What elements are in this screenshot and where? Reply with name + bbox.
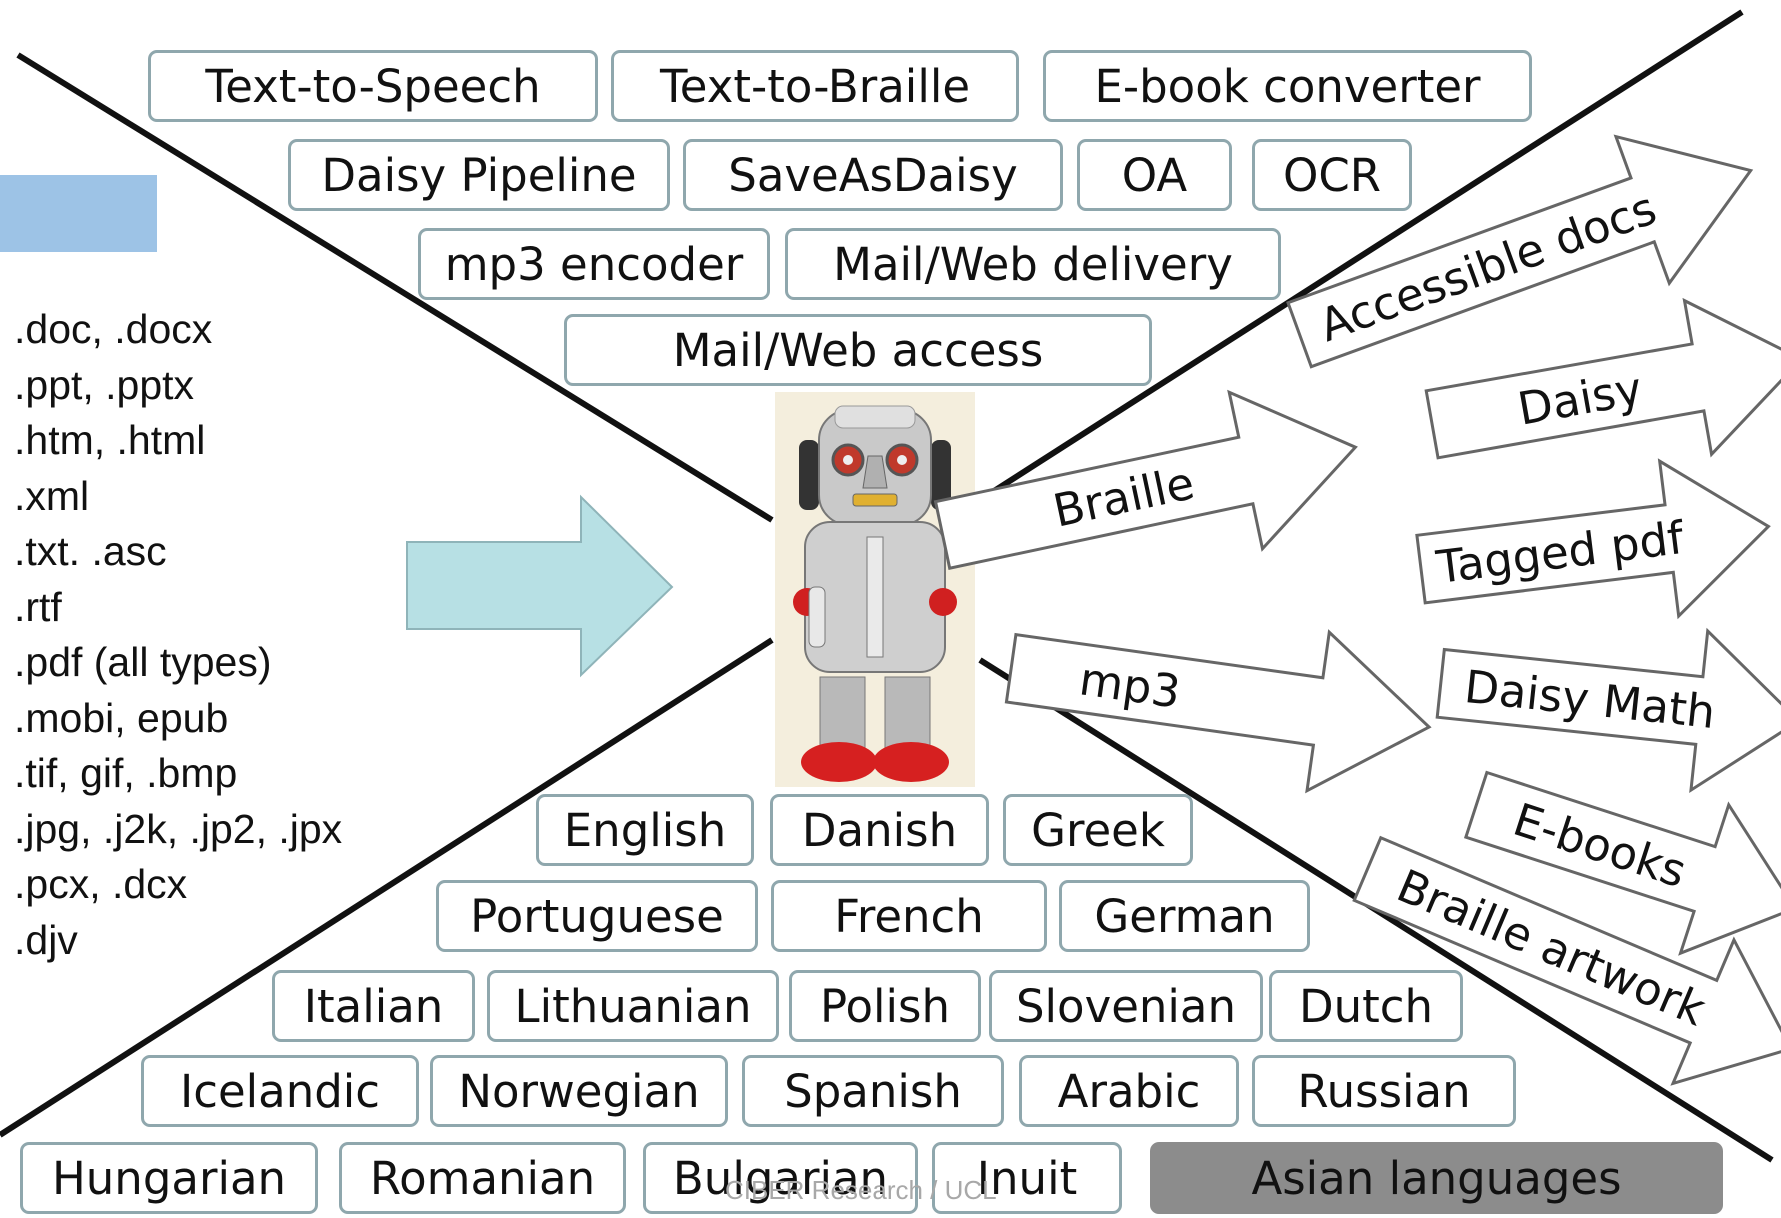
language-french: French — [771, 880, 1047, 952]
language-bulgarian: Bulgarian — [643, 1142, 918, 1214]
language-greek: Greek — [1003, 794, 1193, 866]
language-danish: Danish — [770, 794, 989, 866]
tool-oa: OA — [1077, 139, 1232, 211]
language-spanish: Spanish — [742, 1055, 1004, 1127]
language-polish: Polish — [789, 970, 981, 1042]
language-arabic: Arabic — [1019, 1055, 1239, 1127]
robot-icon — [775, 392, 975, 787]
arrow-braille-artwork-icon — [1352, 835, 1781, 1086]
tool-mail-web-access: Mail/Web access — [564, 314, 1152, 386]
input-formats-list: .doc, .docx .ppt, .pptx .htm, .html .xml… — [14, 302, 342, 968]
format-item: .pdf (all types) — [14, 639, 272, 685]
blue-block — [0, 175, 157, 252]
diagonal-line-bottom-left — [0, 637, 774, 1138]
arrow-accessible-docs-label: Accessible docs — [1312, 181, 1663, 352]
arrow-daisy: Daisy — [1424, 297, 1781, 460]
format-item: .htm, .html — [14, 417, 206, 463]
language-norwegian: Norwegian — [430, 1055, 728, 1127]
language-asian-languages: Asian languages — [1150, 1142, 1723, 1214]
tool-text-to-braille: Text-to-Braille — [611, 50, 1019, 122]
arrow-tagged-pdf: Tagged pdf — [1415, 458, 1771, 620]
language-inuit: Inuit — [932, 1142, 1122, 1214]
format-item: .rtf — [14, 583, 62, 630]
format-item: .txt. .asc — [14, 528, 167, 574]
diagonal-line-top-left — [16, 52, 774, 523]
language-english: English — [536, 794, 754, 866]
format-item: .mobi, epub — [14, 694, 229, 741]
arrow-mp3-icon — [1004, 629, 1432, 794]
arrow-braille-icon — [933, 389, 1358, 570]
arrow-daisy-math-icon — [1435, 627, 1781, 794]
tool-mail-web-delivery: Mail/Web delivery — [785, 228, 1281, 300]
language-russian: Russian — [1252, 1055, 1516, 1127]
format-item: .xml — [14, 472, 90, 519]
format-item: .pcx, .dcx — [14, 861, 188, 907]
language-lithuanian: Lithuanian — [487, 970, 779, 1042]
arrow-daisy-math: Daisy Math — [1435, 627, 1781, 794]
format-item: .djv — [14, 916, 78, 963]
diagonal-line-top-right — [978, 9, 1744, 503]
language-icelandic: Icelandic — [141, 1055, 419, 1127]
tool-save-as-daisy: SaveAsDaisy — [683, 139, 1063, 211]
tool-ocr: OCR — [1252, 139, 1412, 211]
language-dutch: Dutch — [1269, 970, 1463, 1042]
format-item: .ppt, .pptx — [14, 361, 195, 408]
arrow-mp3: mp3 — [1004, 629, 1432, 794]
language-romanian: Romanian — [339, 1142, 626, 1214]
footer-credit: CIBER Research / UCL — [725, 1175, 997, 1205]
format-item: .tif, gif, .bmp — [14, 750, 238, 796]
language-portuguese: Portuguese — [436, 880, 758, 952]
format-item: .doc, .docx — [14, 306, 213, 352]
language-slovenian: Slovenian — [989, 970, 1263, 1042]
arrow-accessible-docs-icon — [1286, 134, 1754, 369]
tool-mp3-encoder: mp3 encoder — [418, 228, 770, 300]
language-german: German — [1059, 880, 1310, 952]
arrow-tagged-pdf-icon — [1415, 458, 1771, 620]
language-italian: Italian — [272, 970, 475, 1042]
tool-e-book-converter: E-book converter — [1043, 50, 1532, 122]
language-hungarian: Hungarian — [20, 1142, 318, 1214]
format-item: .jpg, .j2k, .jp2, .jpx — [14, 805, 343, 852]
arrow-e-books-icon — [1463, 770, 1781, 956]
tool-text-to-speech: Text-to-Speech — [148, 50, 598, 122]
input-arrow-icon — [406, 494, 674, 678]
arrow-braille: Braille — [933, 389, 1358, 570]
tool-daisy-pipeline: Daisy Pipeline — [288, 139, 670, 211]
arrow-daisy-icon — [1424, 297, 1781, 460]
